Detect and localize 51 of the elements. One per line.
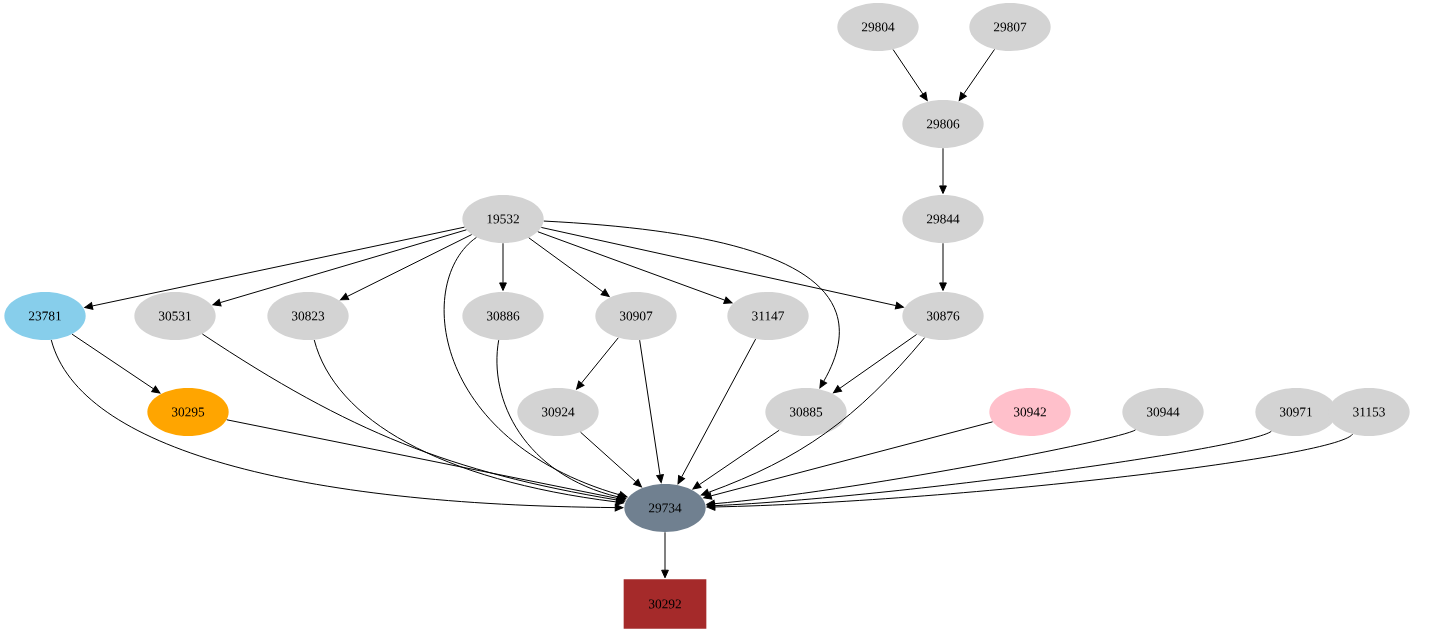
arrow: [639, 339, 664, 484]
arrow: [939, 242, 947, 291]
ellipse-node: 31153: [1328, 388, 1410, 436]
arrow: [706, 433, 1354, 511]
ellipse-node: 30876: [902, 292, 984, 340]
ellipse-node: 30944: [1122, 388, 1204, 436]
ellipse-node: 30885: [765, 388, 847, 436]
arrow: [201, 333, 625, 504]
arrow: [661, 531, 669, 579]
ellipse-node: 30531: [134, 292, 216, 340]
arrow: [677, 338, 757, 485]
ellipse-node: 19532: [462, 195, 544, 243]
arrow: [537, 231, 733, 304]
ellipse-node: 29807: [969, 3, 1051, 51]
ellipse-node: 23781: [4, 292, 86, 340]
arrow: [499, 242, 507, 291]
ellipse-node: 30886: [462, 292, 544, 340]
arrow: [543, 220, 840, 389]
ellipse-node: 29844: [902, 195, 984, 243]
ellipse-node: 30823: [267, 292, 349, 340]
arrow: [833, 334, 918, 394]
arrow: [313, 339, 625, 506]
ellipse-node: 30907: [595, 292, 677, 340]
arrow: [540, 226, 904, 310]
arrow: [892, 49, 928, 101]
arrow: [580, 431, 642, 488]
ellipse-node: 29734: [624, 484, 706, 532]
arrow: [706, 429, 1136, 508]
arrow: [576, 337, 619, 390]
arrow: [692, 429, 780, 490]
arrow: [443, 236, 628, 499]
ellipse-node: 30971: [1255, 388, 1337, 436]
arrow: [340, 234, 473, 301]
arrow: [212, 229, 467, 307]
arrow: [939, 147, 947, 194]
ellipse-node: 30942: [989, 388, 1071, 436]
arrow: [958, 48, 995, 101]
process-box: 30292: [623, 579, 707, 629]
arrow: [84, 226, 465, 310]
arrow: [703, 421, 994, 500]
arrow: [50, 339, 624, 512]
arrow: [496, 339, 627, 501]
arrow: [71, 333, 161, 394]
arrow: [700, 337, 926, 497]
arrow: [226, 419, 626, 503]
ellipse-node: 31147: [727, 292, 809, 340]
ellipse-node: 30295: [147, 388, 229, 436]
ellipse-node: 29806: [902, 100, 984, 148]
ellipse-node: 30924: [517, 388, 599, 436]
ellipse-node: 29804: [837, 3, 919, 51]
arrow: [528, 237, 610, 297]
